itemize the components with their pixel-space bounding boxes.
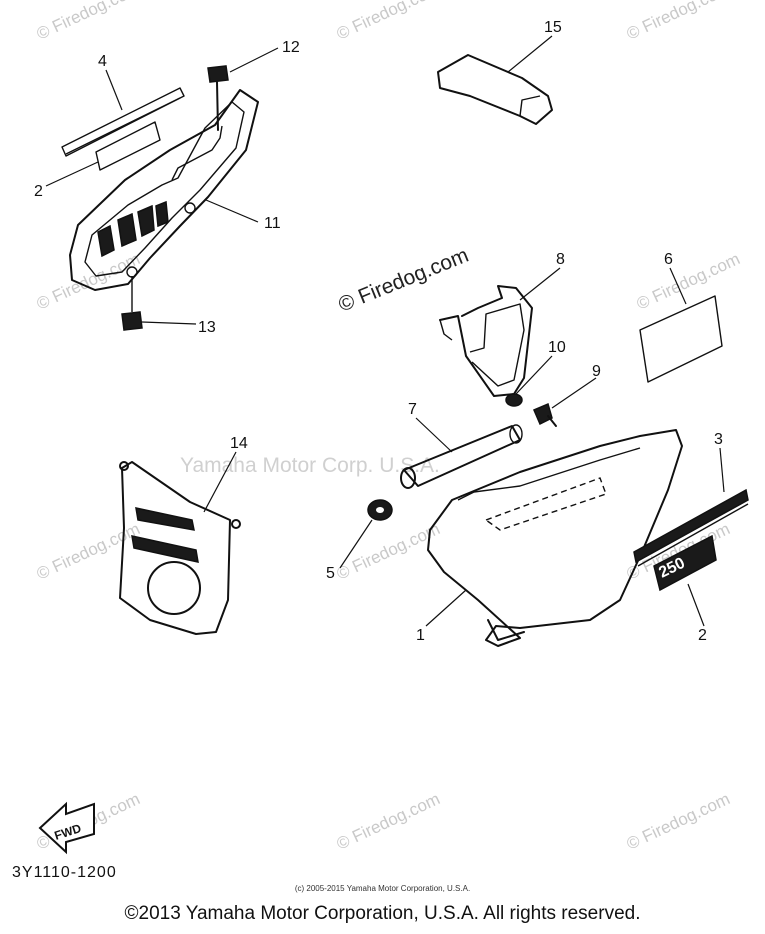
part-13-grommet	[121, 276, 143, 331]
watermark: © Firedog.com	[634, 249, 743, 313]
part-9-screw	[533, 402, 557, 427]
watermark: © Firedog.com	[624, 0, 733, 44]
fwd-arrow-icon: FWD	[38, 801, 95, 855]
callout-13: 13	[198, 319, 216, 336]
part-3-stripe	[633, 488, 749, 567]
watermark: © Firedog.com	[334, 0, 443, 44]
callout-10: 10	[548, 339, 566, 356]
part-2-emblem: 250	[653, 534, 717, 592]
leader-lines	[45, 35, 725, 627]
watermark: © Firedog.com	[334, 789, 443, 853]
part-7-tube	[400, 424, 523, 489]
part-14-chain-cover	[119, 461, 241, 635]
diagram-code: 3Y1110-1200	[12, 864, 117, 881]
part-15-pad	[437, 54, 553, 125]
callout-14: 14	[230, 435, 248, 452]
callout-6: 6	[664, 251, 673, 268]
watermark: © Firedog.com	[34, 249, 143, 313]
part-2-decal	[95, 121, 161, 171]
callout-5: 5	[326, 565, 335, 582]
watermark: © Firedog.com	[34, 519, 143, 583]
watermark-layer: © Firedog.com © Firedog.com © Firedog.co…	[34, 0, 743, 854]
callout-1: 1	[416, 627, 425, 644]
callout-7: 7	[408, 401, 417, 418]
callout-15: 15	[544, 19, 562, 36]
callout-11: 11	[264, 215, 281, 232]
callout-8: 8	[556, 251, 565, 268]
part-6-decal	[639, 295, 723, 383]
watermark: © Firedog.com	[624, 789, 733, 853]
part-10-washer	[505, 393, 523, 407]
callout-9: 9	[592, 363, 601, 380]
callout-3: 3	[714, 431, 723, 448]
part-11-side-cover	[69, 89, 259, 291]
small-copyright: (c) 2005-2015 Yamaha Motor Corporation, …	[294, 884, 471, 893]
center-watermark: Yamaha Motor Corp. U.S.A.	[180, 454, 440, 477]
part-8-bracket	[439, 285, 533, 397]
part-1-side-cover	[427, 429, 683, 647]
part-12-grommet	[207, 65, 229, 131]
part-4-decal	[61, 87, 185, 157]
watermark: © Firedog.com	[34, 0, 143, 44]
callout-4: 4	[98, 53, 107, 70]
callout-2-upper: 2	[34, 183, 43, 200]
center-watermark-dark: © Firedog.com	[335, 244, 472, 317]
part-5-grommet	[367, 499, 393, 521]
callout-2-lower: 2	[698, 627, 707, 644]
watermark: © Firedog.com	[334, 519, 443, 583]
callout-12: 12	[282, 39, 300, 56]
footer-copyright: ©2013 Yamaha Motor Corporation, U.S.A. A…	[124, 903, 641, 924]
callout-labels: 4 2 12 11 13 15 8 6 10 9 7 14 3 5 1 2	[34, 19, 723, 644]
